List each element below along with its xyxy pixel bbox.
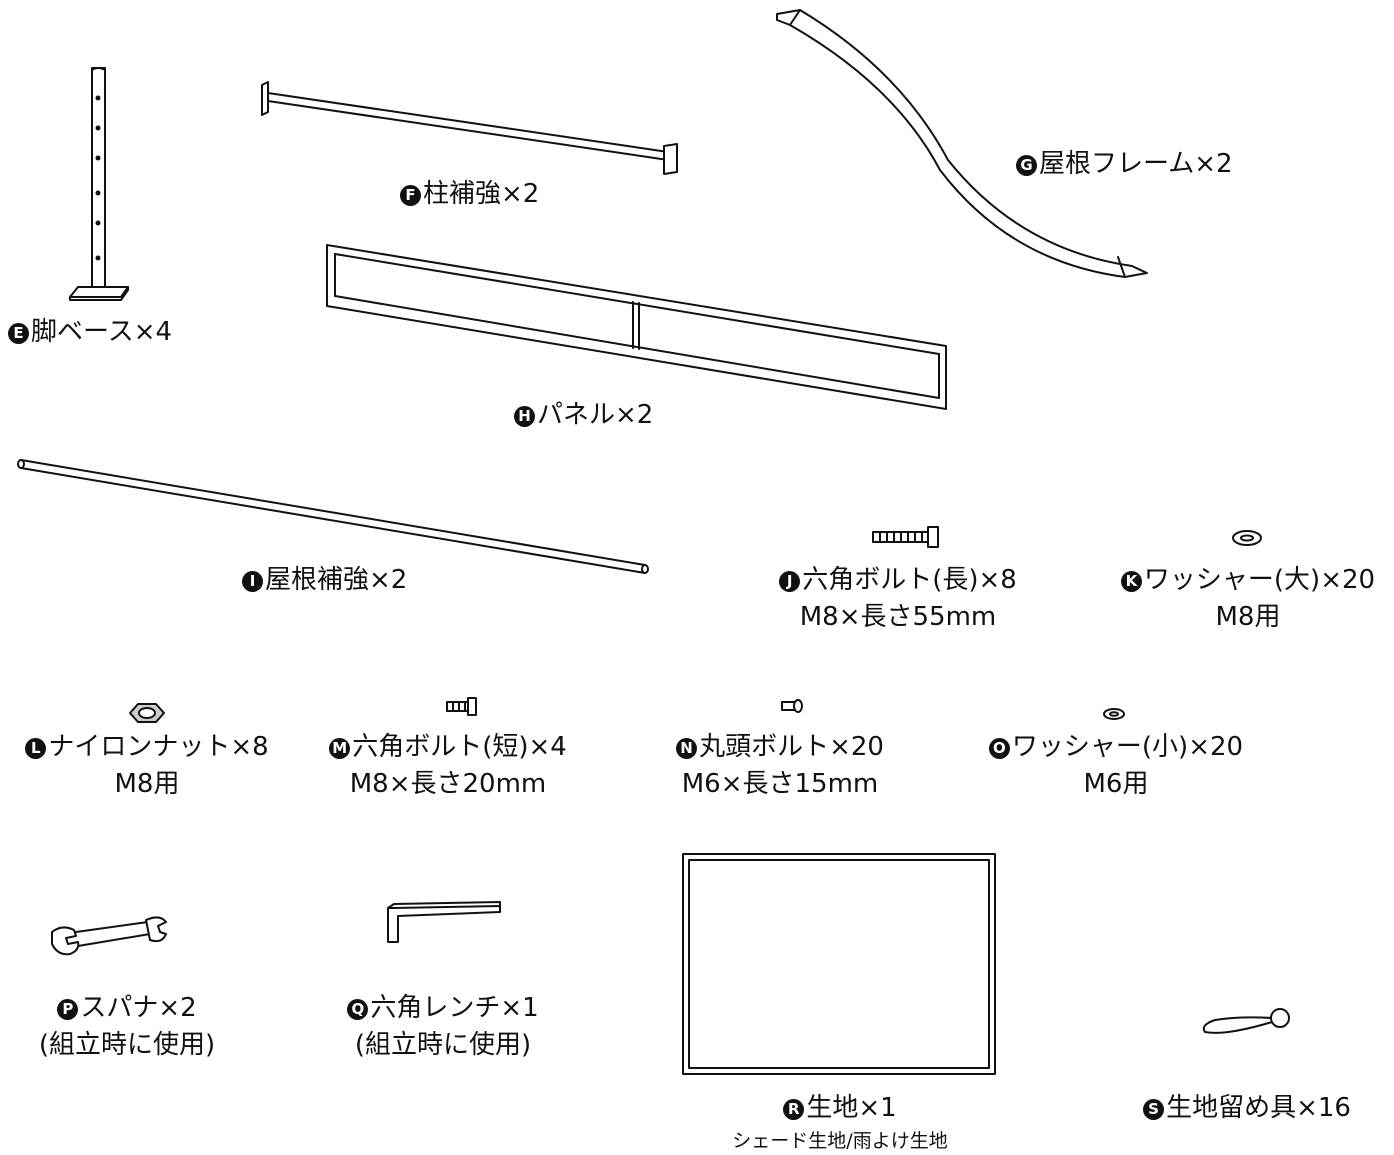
round-head-bolt-name: 丸頭ボルト×20 bbox=[699, 732, 884, 762]
letter-mark-r: R bbox=[783, 1099, 805, 1120]
letter-mark-h: H bbox=[514, 406, 535, 427]
large-washer-spec: M8用 bbox=[1215, 602, 1281, 632]
roof-frame-drawing bbox=[776, 9, 1148, 278]
small-washer-name: ワッシャー(小)×20 bbox=[1011, 732, 1244, 762]
column-brace-name: 柱補強×2 bbox=[423, 179, 540, 209]
spanner-name: スパナ×2 bbox=[80, 993, 197, 1023]
short-hex-bolt-drawing bbox=[446, 697, 477, 716]
letter-mark-j: J bbox=[779, 571, 801, 592]
roof-frame-name: 屋根フレーム×2 bbox=[1039, 149, 1233, 179]
letter-mark-e: E bbox=[8, 323, 29, 344]
nylon-nut-drawing bbox=[129, 703, 165, 723]
leg-base-name: 脚ベース×4 bbox=[31, 317, 173, 347]
nylon-nut-name: ナイロンナット×8 bbox=[48, 732, 269, 762]
fabric-fastener-drawing bbox=[1202, 1008, 1290, 1034]
small-washer-drawing bbox=[1103, 708, 1125, 720]
hex-key-drawing bbox=[387, 901, 501, 943]
small-washer-spec: M6用 bbox=[1083, 769, 1149, 799]
hex-key-note: (組立時に使用) bbox=[354, 1030, 532, 1060]
panel-name: パネル×2 bbox=[537, 400, 654, 430]
short-hex-bolt-spec: M8×長さ20mm bbox=[349, 769, 547, 799]
roof-brace-name: 屋根補強×2 bbox=[265, 565, 408, 595]
round-head-bolt-spec: M6×長さ15mm bbox=[681, 769, 879, 799]
letter-mark-m: M bbox=[329, 738, 351, 759]
fabric-fastener-name: 生地留め具×16 bbox=[1166, 1093, 1351, 1123]
letter-mark-i: I bbox=[242, 571, 263, 592]
spanner-note: (組立時に使用) bbox=[38, 1030, 216, 1060]
long-hex-bolt-spec: M8×長さ55mm bbox=[799, 602, 997, 632]
letter-mark-f: F bbox=[400, 185, 421, 206]
hex-key-name: 六角レンチ×1 bbox=[370, 993, 539, 1023]
leg-base-drawing bbox=[69, 67, 129, 301]
round-head-bolt-drawing bbox=[781, 699, 803, 713]
fabric-name: 生地×1 bbox=[806, 1093, 897, 1123]
letter-mark-k: K bbox=[1120, 571, 1142, 592]
letter-mark-p: P bbox=[57, 999, 79, 1020]
long-hex-bolt-drawing bbox=[872, 526, 939, 548]
letter-mark-n: N bbox=[676, 738, 698, 759]
letter-mark-q: Q bbox=[347, 999, 369, 1020]
fabric-drawing bbox=[682, 853, 996, 1075]
large-washer-drawing bbox=[1232, 530, 1262, 546]
roof-brace-drawing bbox=[17, 459, 649, 574]
column-brace-drawing bbox=[261, 81, 678, 175]
letter-mark-s: S bbox=[1143, 1099, 1165, 1120]
letter-mark-l: L bbox=[25, 738, 47, 759]
fabric-type-note: シェード生地/雨よけ生地 bbox=[732, 1130, 948, 1152]
long-hex-bolt-name: 六角ボルト(長)×8 bbox=[802, 565, 1017, 595]
large-washer-name: ワッシャー(大)×20 bbox=[1143, 565, 1376, 595]
nylon-nut-spec: M8用 bbox=[114, 769, 180, 799]
letter-mark-o: O bbox=[988, 738, 1010, 759]
letter-mark-g: G bbox=[1016, 155, 1037, 176]
spanner-drawing bbox=[51, 916, 167, 956]
panel-drawing bbox=[326, 244, 947, 410]
short-hex-bolt-name: 六角ボルト(短)×4 bbox=[352, 732, 567, 762]
